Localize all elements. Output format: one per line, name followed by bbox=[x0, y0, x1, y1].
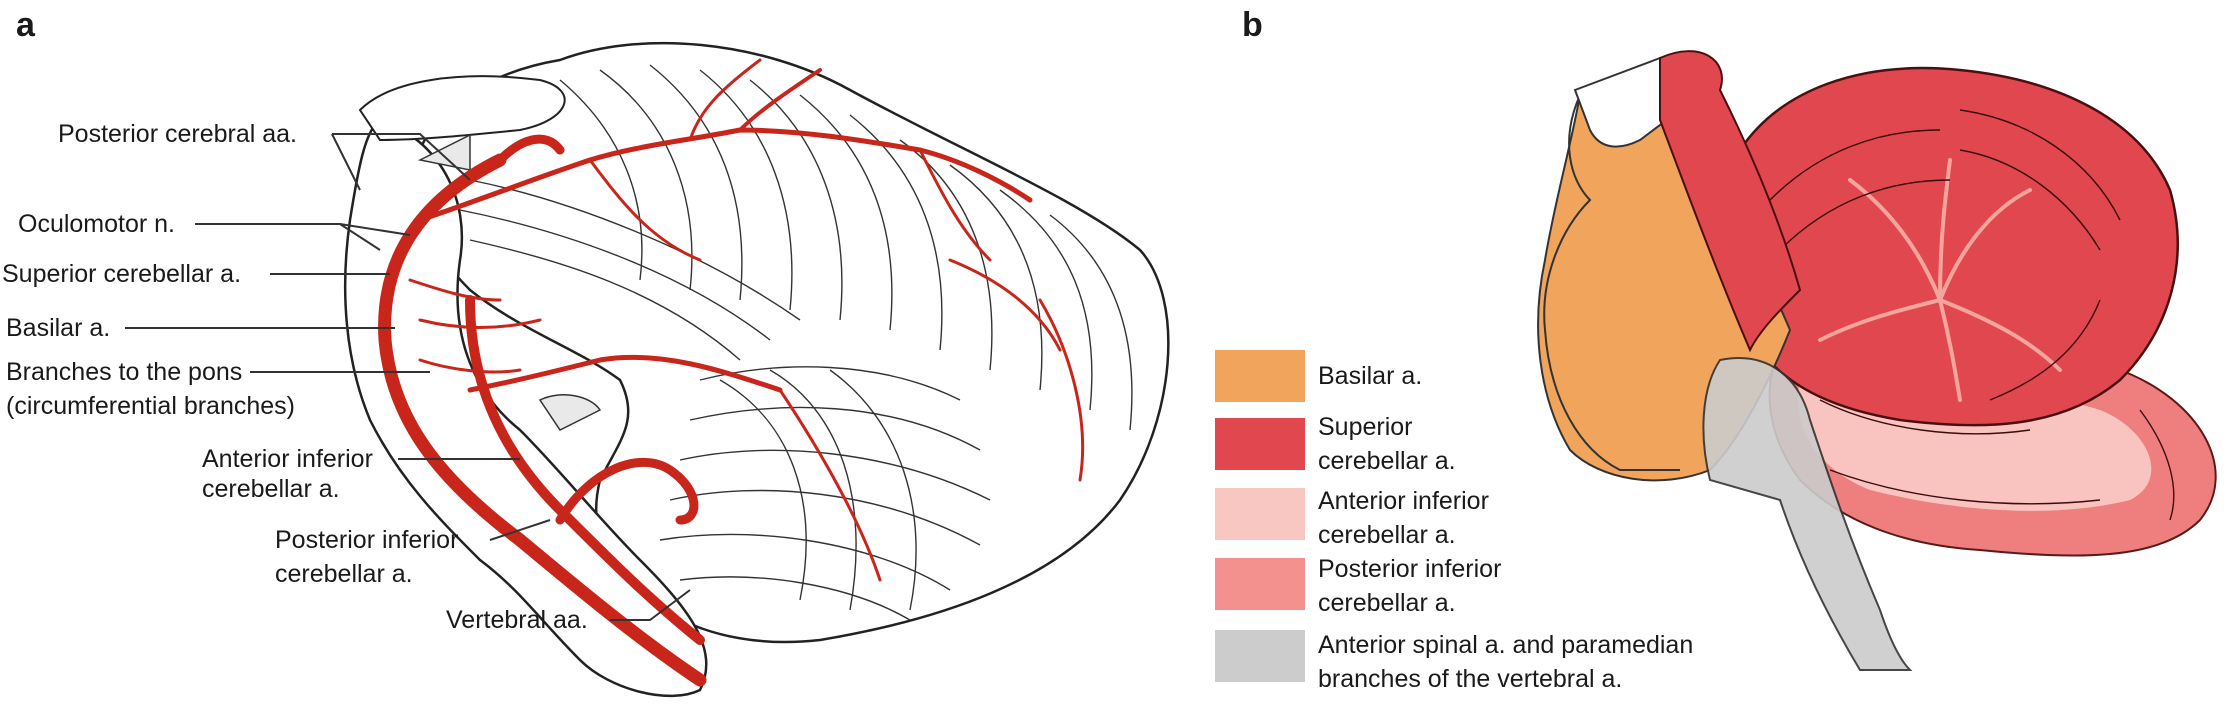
pons-front bbox=[1543, 94, 1680, 471]
brainstem-outline bbox=[343, 118, 708, 698]
arbor-vitae bbox=[1818, 158, 2062, 402]
label-pica-2: cerebellar a. bbox=[275, 560, 413, 588]
medulla-gray bbox=[1702, 357, 1913, 671]
label-pica-1: Posterior inferior bbox=[275, 526, 459, 554]
label-oculomotor: Oculomotor n. bbox=[18, 210, 176, 238]
panel-a-illustration bbox=[125, 41, 1170, 698]
distal-branch-1 bbox=[1038, 298, 1085, 482]
legend-label-superior-cerebellar-2: cerebellar a. bbox=[1318, 447, 1456, 475]
legend-label-aica-1: Anterior inferior bbox=[1318, 487, 1489, 515]
legend-swatch-basilar bbox=[1215, 350, 1305, 402]
leader-lines bbox=[125, 133, 691, 621]
midbrain bbox=[1573, 56, 1682, 148]
legend-label-pica-2: cerebellar a. bbox=[1318, 589, 1456, 617]
label-basilar: Basilar a. bbox=[6, 314, 111, 342]
label-posterior-cerebral: Posterior cerebral aa. bbox=[58, 120, 298, 148]
legend-label-pica-1: Posterior inferior bbox=[1318, 555, 1502, 583]
label-superior-cerebellar: Superior cerebellar a. bbox=[2, 260, 242, 288]
pica bbox=[555, 457, 699, 525]
label-pons-branches-2: (circumferential branches) bbox=[6, 392, 295, 420]
cut-ends bbox=[417, 133, 602, 431]
sca-branch-1 bbox=[738, 68, 822, 132]
pons-branch-1 bbox=[418, 318, 542, 329]
cerebellum-upper bbox=[1726, 66, 2179, 427]
pons-branch-3 bbox=[408, 278, 502, 302]
panel-b-letter: b bbox=[1242, 6, 1263, 44]
aica bbox=[467, 354, 783, 393]
legend-label-basilar: Basilar a. bbox=[1318, 362, 1423, 390]
label-pons-branches-1: Branches to the pons bbox=[6, 358, 243, 386]
legend-label-aica-2: cerebellar a. bbox=[1318, 521, 1456, 549]
sca-branch-3 bbox=[588, 158, 702, 262]
legend-label-anterior-spinal-1: Anterior spinal a. and paramedian bbox=[1318, 631, 1694, 659]
pons-branch-2 bbox=[418, 358, 522, 374]
panel-a-letter: a bbox=[16, 6, 35, 44]
sca-branch-4 bbox=[918, 148, 992, 262]
label-vertebral: Vertebral aa. bbox=[446, 606, 588, 634]
sca-branch-2 bbox=[688, 58, 762, 142]
legend-label-anterior-spinal-2: branches of the vertebral a. bbox=[1318, 665, 1623, 693]
panel-b-folia bbox=[1769, 109, 2175, 521]
distal-branch-2 bbox=[948, 258, 1062, 352]
legend-swatch-superior-cerebellar bbox=[1215, 418, 1305, 470]
basilar-artery bbox=[378, 153, 707, 687]
posterior-cerebral-artery bbox=[495, 134, 565, 165]
legend-swatch-anterior-spinal bbox=[1215, 630, 1305, 682]
sca-strip bbox=[1659, 50, 1802, 353]
midbrain-top bbox=[358, 75, 566, 142]
label-aica-1: Anterior inferior bbox=[202, 445, 373, 473]
legend-label-superior-cerebellar-1: Superior bbox=[1318, 413, 1413, 441]
label-aica-2: cerebellar a. bbox=[202, 475, 340, 503]
legend-swatch-aica bbox=[1215, 488, 1305, 540]
pica-branch bbox=[778, 388, 882, 582]
legend-swatch-pica bbox=[1215, 558, 1305, 610]
arteries bbox=[378, 58, 1085, 687]
vertebral-artery-2 bbox=[465, 295, 705, 645]
